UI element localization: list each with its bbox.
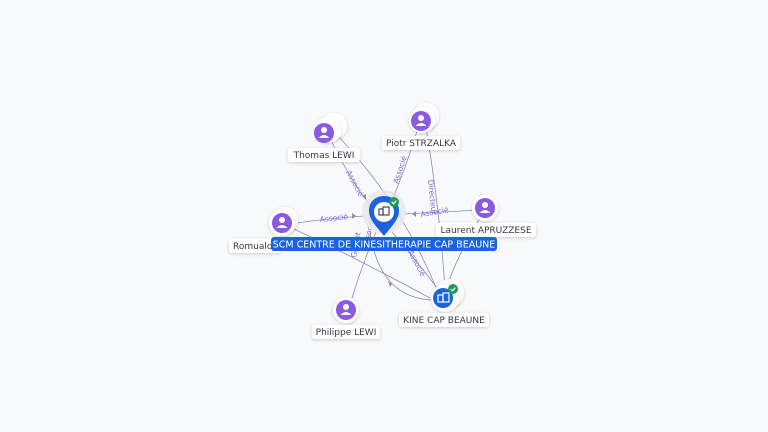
node-philippe[interactable]: Philippe LEWI: [312, 297, 380, 339]
check-badge: [389, 197, 399, 207]
person-icon: [340, 304, 352, 315]
check-icon: [391, 200, 397, 205]
building-icon: [437, 292, 450, 303]
node-romuald[interactable]: Romuald: [229, 207, 298, 253]
person-icon: [415, 115, 427, 126]
arrowhead: [388, 281, 392, 287]
node-label: Romuald: [233, 242, 273, 252]
arrowhead: [412, 211, 416, 217]
arrowhead: [352, 213, 356, 219]
edge-label-thomas-main: Associé: [344, 169, 365, 199]
main-company-label-bg: [271, 237, 497, 251]
arrowhead: [362, 194, 366, 200]
node-label: KINE CAP BEAUNE: [403, 316, 485, 326]
node-label: Thomas LEWI: [293, 151, 355, 161]
node-kine[interactable]: KINE CAP BEAUNE: [399, 279, 489, 327]
node-thomas[interactable]: Thomas LEWI: [288, 113, 360, 162]
node-laurent[interactable]: Laurent APRUZZESE: [436, 195, 536, 237]
edge-label-piotr-main: Associé: [391, 155, 408, 185]
check-icon: [450, 287, 456, 292]
node-piotr[interactable]: Piotr STRZALKA: [382, 103, 460, 150]
check-badge: [448, 284, 458, 294]
main-company-node[interactable]: SCM CENTRE DE KINESITHERAPIE CAP BEAUNE: [271, 190, 497, 251]
node-label: Laurent APRUZZESE: [440, 226, 531, 236]
node-label: Philippe LEWI: [316, 328, 377, 338]
edge-label-main-kine: Associé: [406, 249, 427, 279]
edge-label-romuald-main: Associé: [319, 212, 349, 224]
main-company-label: SCM CENTRE DE KINESITHERAPIE CAP BEAUNE: [273, 240, 496, 251]
person-icon: [318, 127, 330, 138]
edge-romuald-kine: [291, 227, 431, 299]
person-icon: [479, 202, 491, 213]
person-icon: [276, 217, 288, 228]
node-label: Piotr STRZALKA: [386, 139, 457, 149]
building-icon: [378, 206, 390, 216]
edge-label-piotr-kine: Directeur: [426, 179, 439, 216]
